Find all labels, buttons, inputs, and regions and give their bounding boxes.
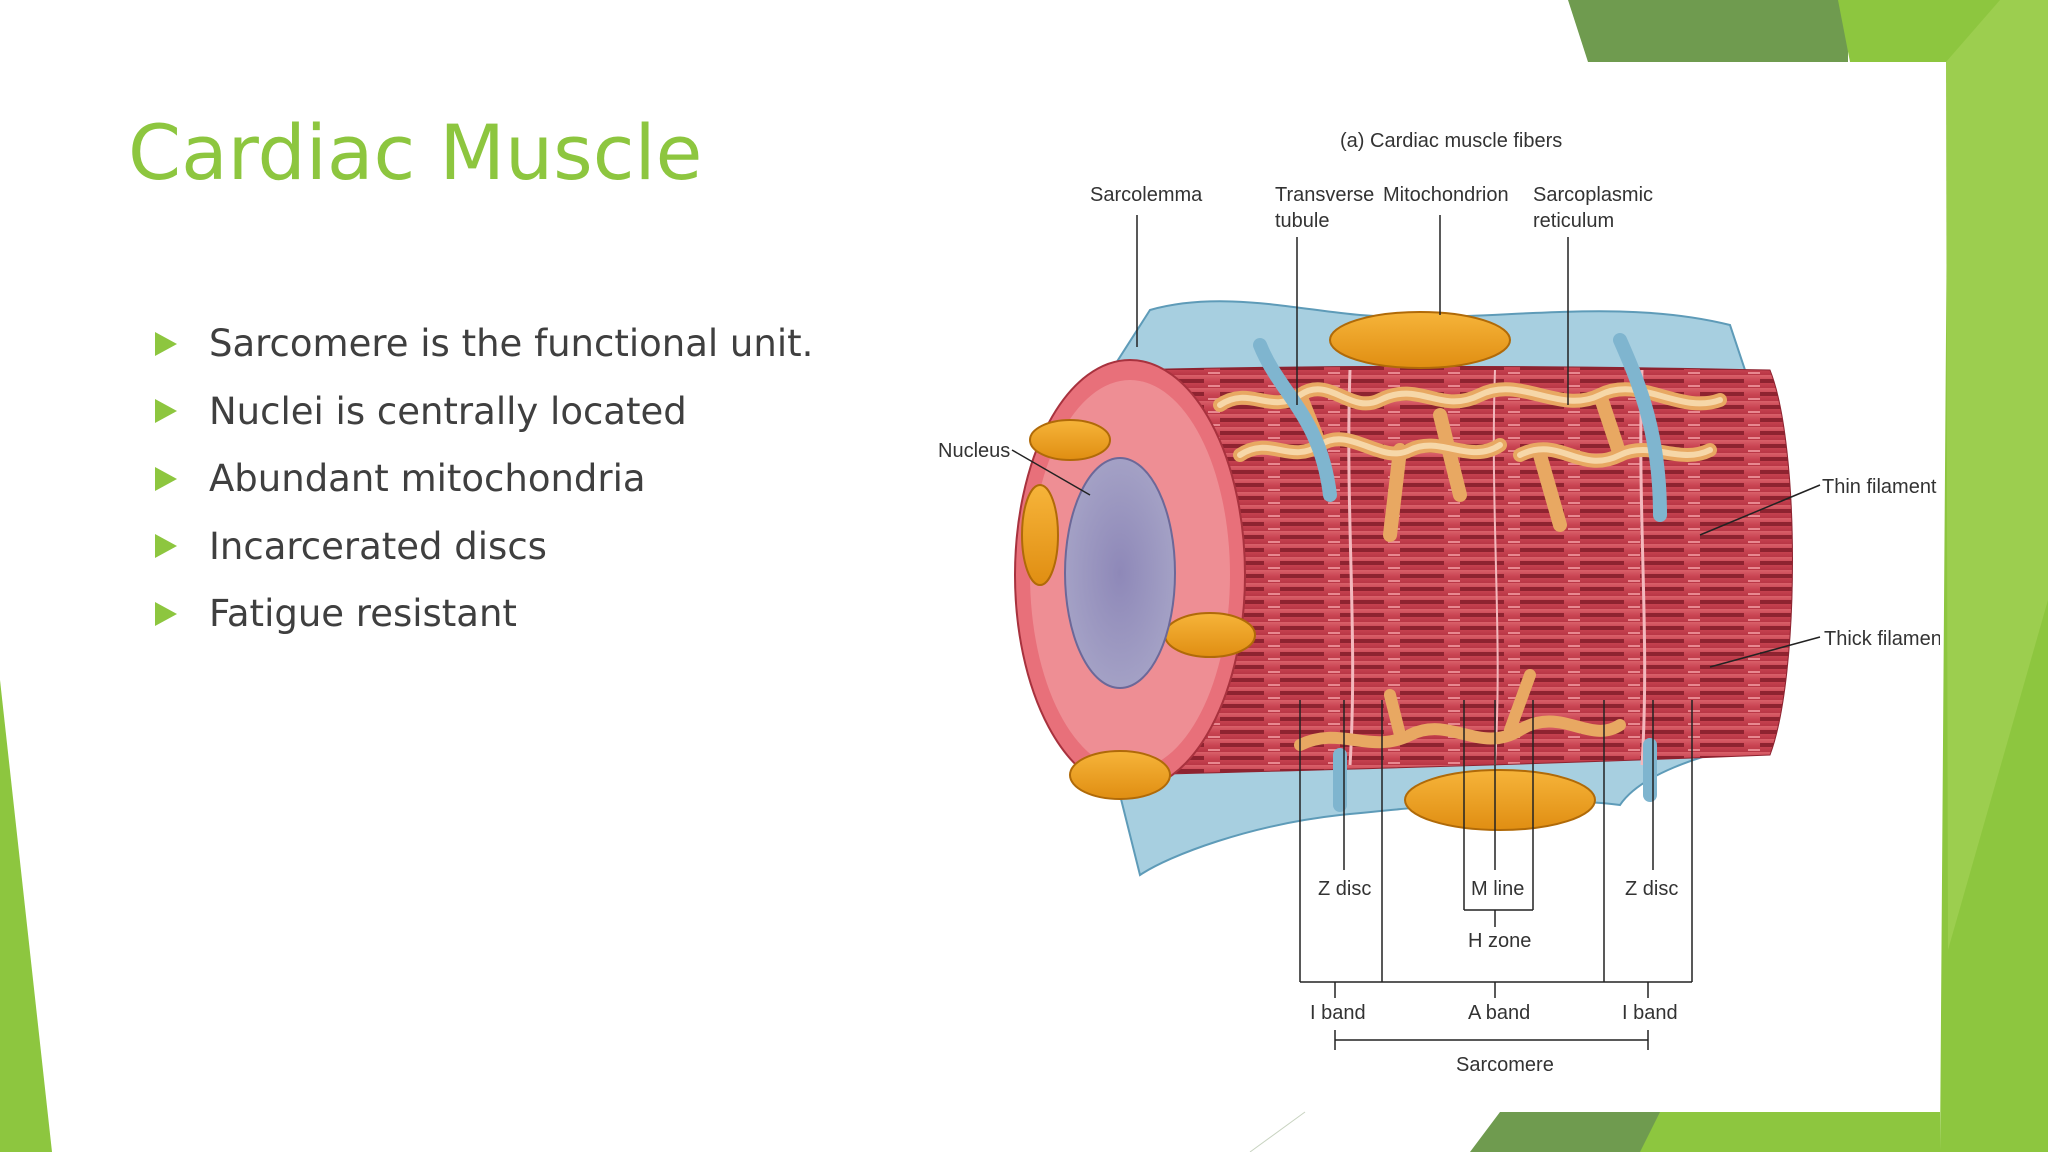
triangle-bullet-icon (155, 399, 177, 424)
bullet-text: Abundant mitochondria (209, 457, 646, 501)
label-z-disc-right: Z disc (1625, 878, 1678, 900)
bullet-text: Incarcerated discs (209, 524, 547, 568)
cardiac-muscle-diagram: (a) Cardiac muscle fibers Sarcolemma Tra… (938, 130, 1940, 1075)
sarcomere-brackets (1299, 700, 1693, 1050)
label-m-line: M line (1471, 878, 1524, 900)
label-sarcomere: Sarcomere (1456, 1054, 1554, 1075)
label-sarcolemma: Sarcolemma (1090, 184, 1203, 206)
label-z-disc-left: Z disc (1318, 878, 1371, 900)
deco-right-light (1946, 0, 2048, 950)
triangle-bullet-icon (155, 534, 177, 559)
mitochondrion-bottom (1404, 769, 1596, 831)
triangle-bullet-icon (155, 466, 177, 491)
leader-lines (1011, 215, 1821, 668)
triangle-bullet-icon (155, 601, 177, 626)
mitochondrion-face-2 (1164, 612, 1256, 658)
triangle-bullet-icon (155, 331, 177, 356)
deco-top-dark (1568, 0, 1848, 62)
label-transverse: Transverse (1275, 184, 1374, 206)
mitochondrion-face-3 (1069, 750, 1171, 800)
bullet-text: Fatigue resistant (209, 592, 517, 636)
z-disc-line-right (1639, 369, 1647, 766)
label-i-band-left: I band (1310, 1002, 1366, 1024)
bullet-text: Nuclei is centrally located (209, 389, 687, 433)
z-disc-line-left (1347, 369, 1355, 766)
bullet-item: Sarcomere is the functional unit. (155, 310, 813, 378)
transverse-tubules (1253, 333, 1667, 812)
label-a-band: A band (1468, 1002, 1530, 1024)
label-i-band-right: I band (1622, 1002, 1678, 1024)
m-line-mark (1492, 369, 1499, 766)
bullet-text: Sarcomere is the functional unit. (209, 322, 814, 366)
mitochondrion-top (1329, 311, 1511, 369)
deco-left-green (0, 680, 52, 1152)
figure-caption: (a) Cardiac muscle fibers (1340, 130, 1562, 152)
label-h-zone: H zone (1468, 930, 1531, 952)
bullet-item: Abundant mitochondria (155, 445, 813, 513)
slide-title: Cardiac Muscle (128, 108, 703, 197)
label-thin-filament: Thin filament (1822, 476, 1937, 498)
label-sarcoplasmic: Sarcoplasmic (1533, 184, 1653, 206)
bullet-list: Sarcomere is the functional unit. Nuclei… (155, 310, 813, 648)
nucleus-shape (1064, 457, 1176, 689)
label-tubule: tubule (1275, 210, 1330, 232)
label-nucleus: Nucleus (938, 440, 1010, 462)
bullet-item: Fatigue resistant (155, 580, 813, 648)
sarcoplasmic-reticulum-bottom (1294, 669, 1626, 751)
deco-bottom-green (1640, 1112, 1940, 1152)
label-thick-filament: Thick filament (1824, 628, 1940, 650)
bullet-item: Nuclei is centrally located (155, 378, 813, 446)
deco-thin-line (1249, 1111, 1306, 1152)
bullet-item: Incarcerated discs (155, 513, 813, 581)
label-mitochondrion: Mitochondrion (1383, 184, 1509, 206)
label-reticulum: reticulum (1533, 210, 1614, 232)
mitochondrion-face-4 (1021, 484, 1059, 586)
mitochondrion-face-1 (1029, 419, 1111, 461)
